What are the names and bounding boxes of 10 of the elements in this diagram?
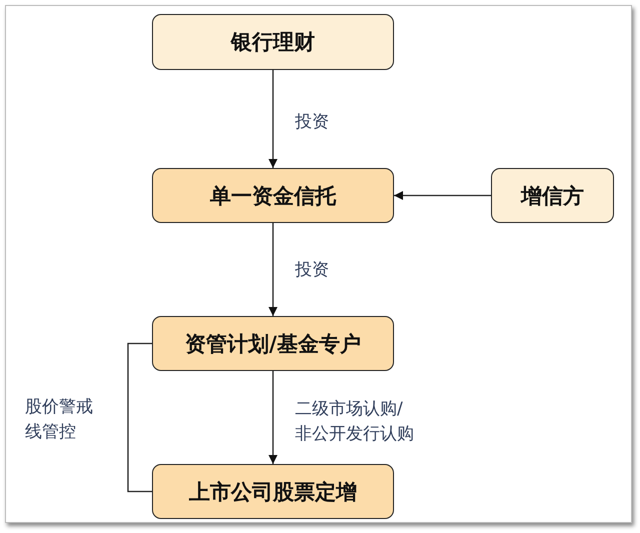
arrow [268,223,278,316]
process-box: 增信方 [491,168,614,223]
connector-line [127,342,152,492]
arrow [268,371,278,464]
arrow [394,191,491,200]
process-box: 单一资金信托 [152,168,394,223]
process-box: 资管计划/基金专户 [152,316,394,371]
process-box: 上市公司股票定增 [152,464,394,519]
arrow [268,70,278,168]
process-box: 银行理财 [152,14,394,70]
